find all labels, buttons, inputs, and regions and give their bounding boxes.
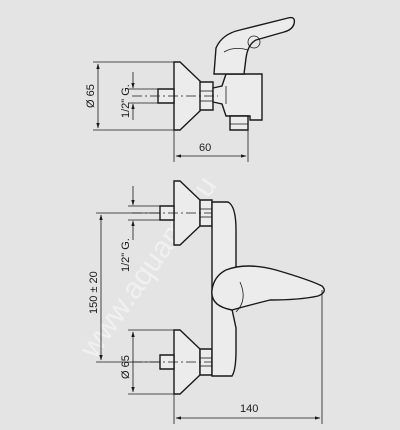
front-lever-handle: [211, 265, 325, 311]
side-inlet-nipple: [157, 88, 175, 104]
front-top-nipple: [159, 205, 175, 221]
side-outlet: [229, 115, 249, 131]
side-lever-handle: [213, 16, 296, 75]
front-width-label: 140: [240, 403, 258, 415]
front-thread-label: 1/2" G.: [120, 238, 132, 272]
front-diameter-label: Ø 65: [120, 355, 132, 379]
side-mixer-body: [212, 73, 263, 121]
front-view: 150 ± 20 1/2" G. Ø 65 140: [88, 180, 325, 424]
side-diameter-label: Ø 65: [85, 84, 97, 108]
side-depth-label: 60: [199, 142, 211, 154]
front-bottom-nipple: [159, 354, 175, 370]
side-view: Ø 65 1/2" G. 60: [85, 16, 296, 162]
side-thread-label: 1/2" G.: [120, 84, 132, 118]
front-distance-label: 150 ± 20: [88, 271, 100, 314]
